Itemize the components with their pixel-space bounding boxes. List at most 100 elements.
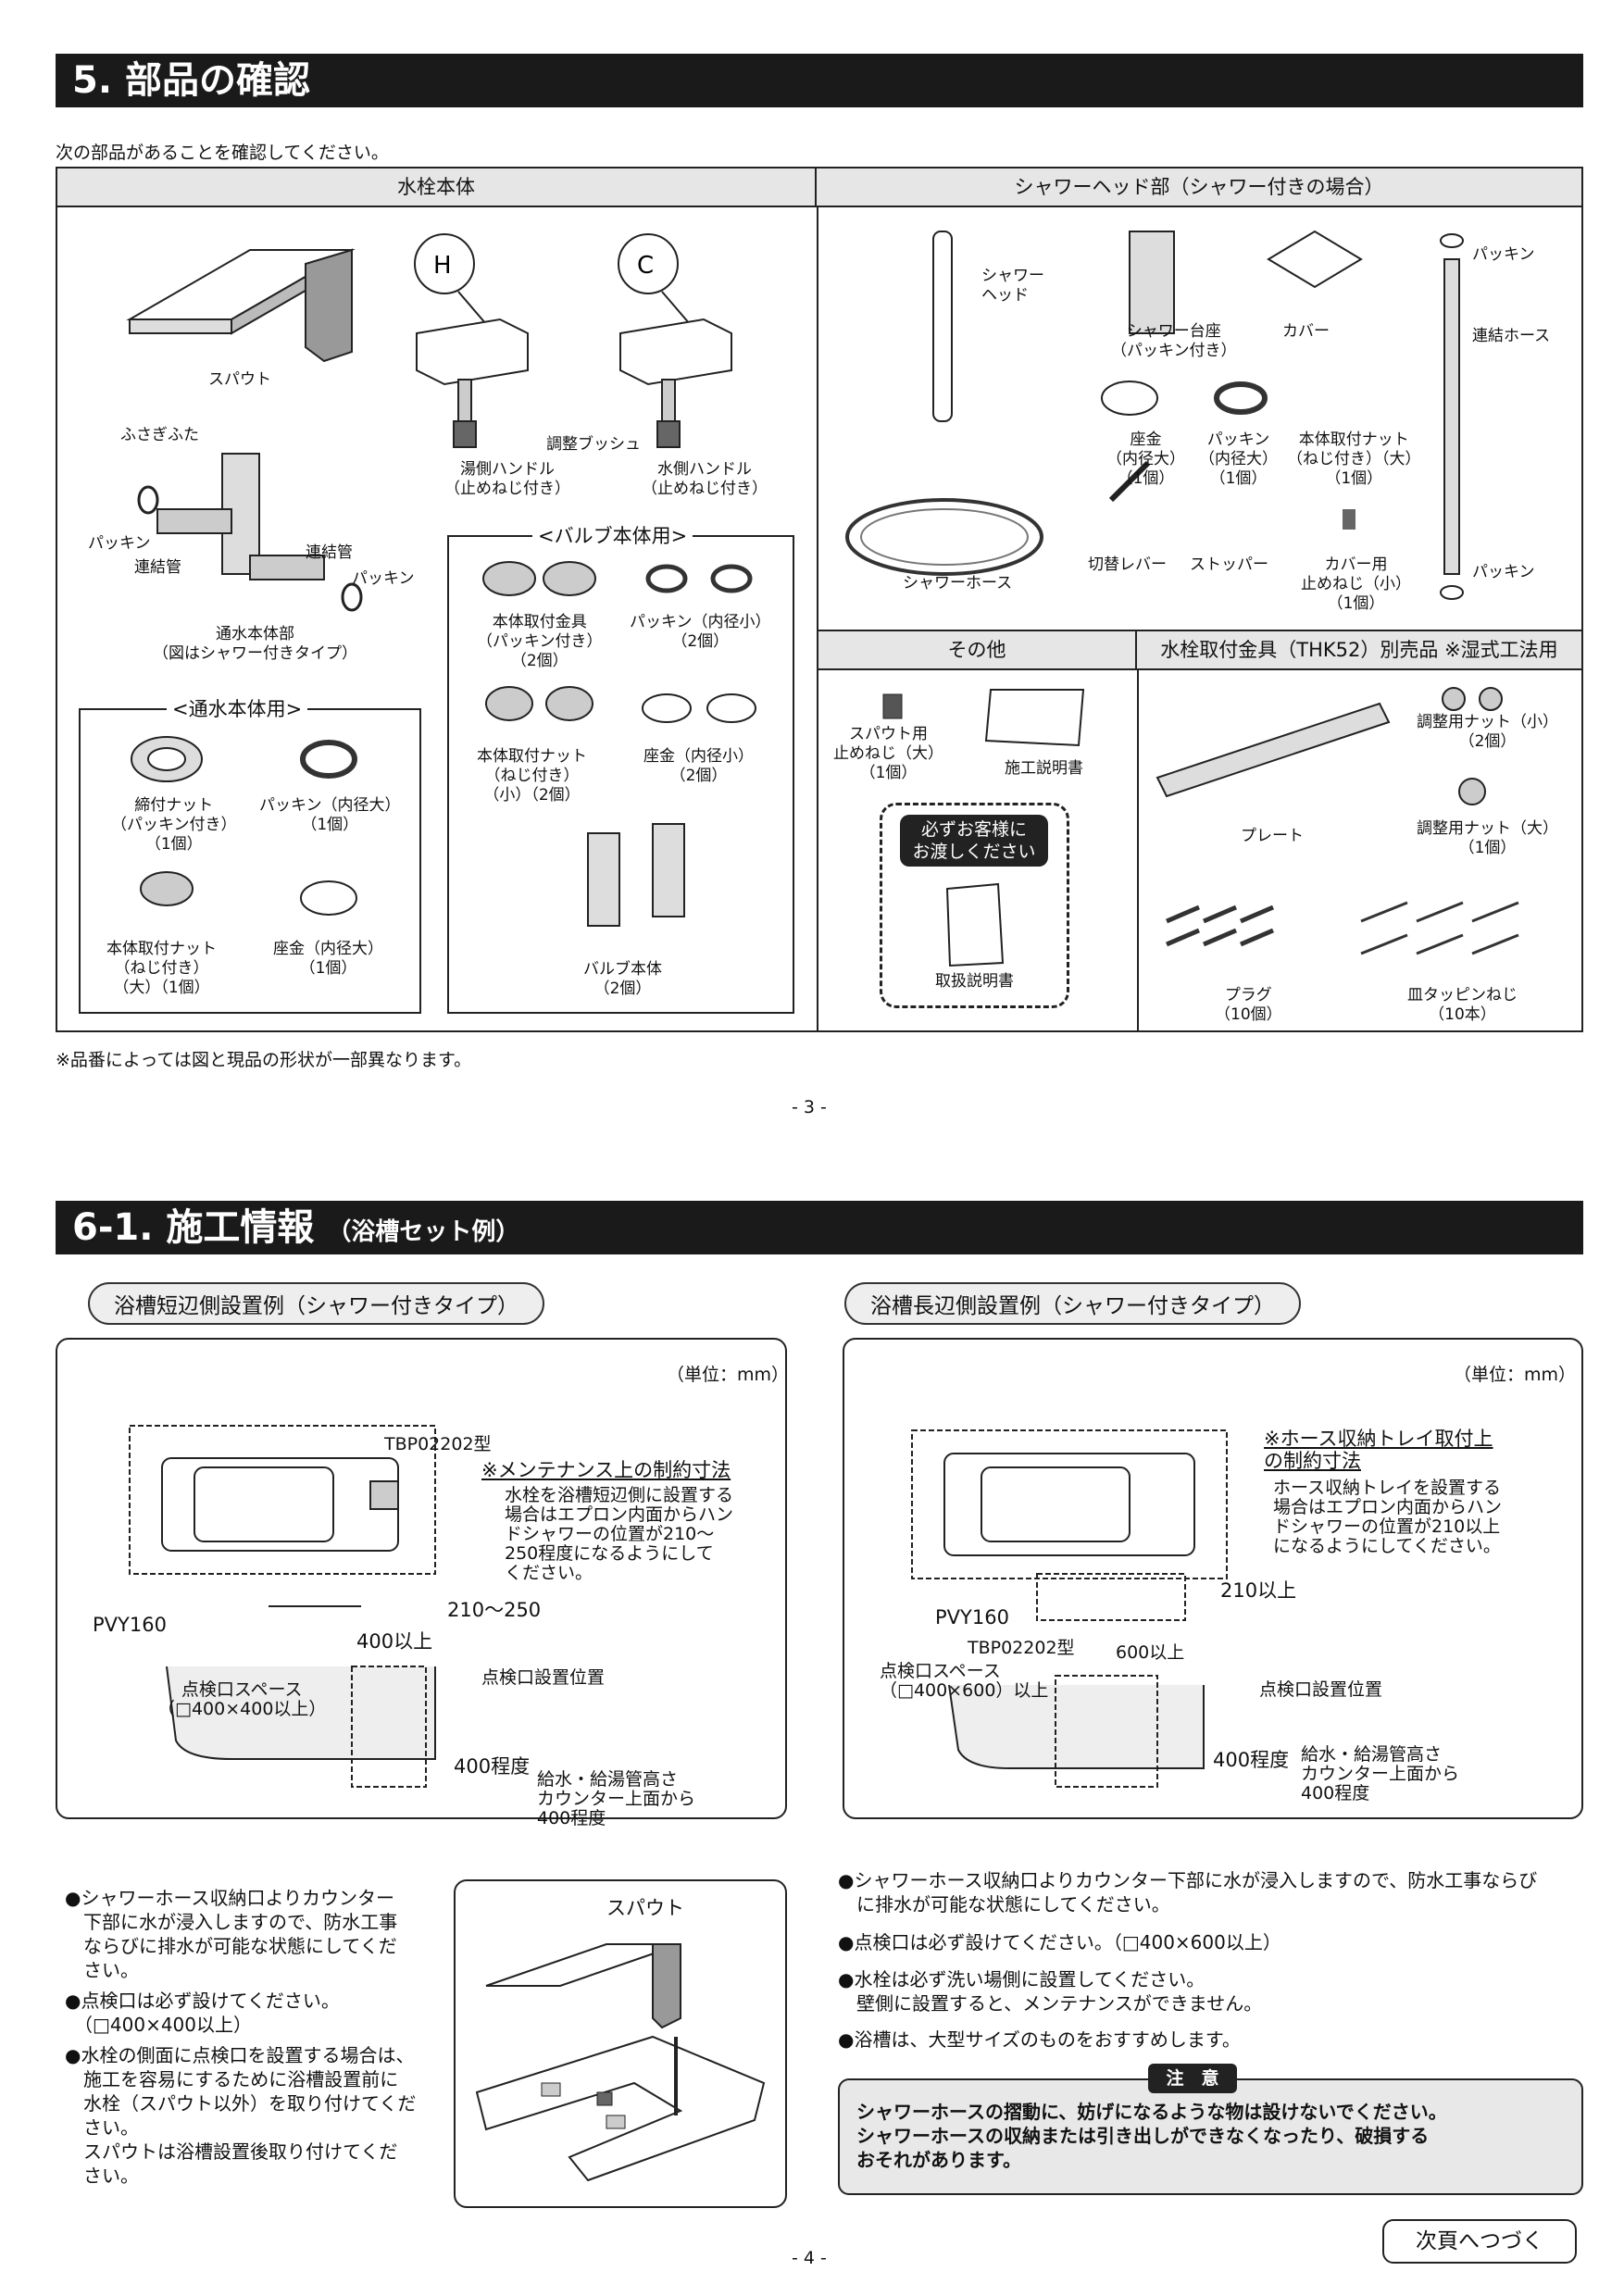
left-maint-title: ※メンテナンス上の制約寸法 — [481, 1459, 731, 1481]
user-manual-icon — [945, 882, 1005, 967]
left-bullet-1: ●シャワーホース収納口よりカウンター 下部に水が浸入しますので、防水工事 ならび… — [65, 1887, 398, 1981]
valve-body-parts — [482, 561, 756, 927]
other-parts-illustration — [882, 689, 1085, 747]
cap-label: ふさぎふた — [120, 426, 199, 444]
cold-handle-label: 水側ハンドル （止めねじ付き） — [642, 460, 768, 498]
right-supply-height: 給水・給湯管高さ カウンター上面から 400程度 — [1301, 1744, 1460, 1803]
spout-screw-label: スパウト用 止めねじ（大） （1個） — [833, 725, 943, 782]
packing-sh-label: パッキン （内径大） （1個） — [1199, 430, 1278, 488]
flow-body-parts — [131, 736, 357, 916]
caution-tag: 注 意 — [1148, 2064, 1237, 2093]
right-dim-600: 600以上 — [1116, 1642, 1185, 1663]
packing-small-label: パッキン（内径小） （2個） — [630, 613, 771, 651]
shower-hose-label: シャワーホース — [903, 574, 1013, 593]
section-6-title: 6-1. 施工情報 （浴槽セット例） — [56, 1201, 1583, 1254]
left-dim-range: 210～250 — [447, 1599, 542, 1621]
hot-handle-label: 湯側ハンドル （止めねじ付き） — [444, 460, 570, 498]
body-unit-illustration — [137, 453, 363, 612]
cover-label: カバー — [1282, 322, 1330, 341]
left-maint-body: 水栓を浴槽短辺側に設置する 場合はエプロン内面からハン ドシャワーの位置が210… — [505, 1485, 734, 1583]
hose-connect-label: 連結ホース — [1472, 327, 1551, 345]
right-diagram-box — [843, 1338, 1583, 1819]
right-tub-label: PVY160 — [935, 1606, 1009, 1628]
spout-figure-box — [454, 1879, 787, 2208]
connect-b-label: 連結管 — [306, 543, 353, 562]
washer-small-label: 座金（内径小） （2個） — [643, 747, 754, 785]
right-dim-210: 210以上 — [1220, 1579, 1297, 1602]
flow-body-subtitle: <通水本体用> — [167, 694, 308, 722]
divider-vertical — [817, 207, 818, 1030]
switch-lever-label: 切替レバー — [1088, 555, 1167, 574]
valve-body-subtitle: <バルブ本体用> — [532, 521, 693, 549]
divider-vertical-2 — [1137, 670, 1139, 1030]
spout-figure-label: スパウト — [606, 1897, 684, 1919]
adjust-bush-label: 調整ブッシュ — [546, 435, 641, 454]
hand-to-customer-badge: 必ずお客様に お渡しください — [900, 815, 1048, 867]
body-unit-label: 通水本体部 （図はシャワー付きタイプ） — [153, 625, 357, 663]
connect-a-label: 連結管 — [134, 558, 181, 577]
nut-sh-label: 本体取付ナット （ねじ付き）（大） （1個） — [1287, 430, 1421, 488]
adj-nut-large-label: 調整用ナット（大） （1個） — [1417, 819, 1558, 857]
left-dim-400: 400以上 — [356, 1630, 433, 1653]
left-bullet-2: ●点検口は必ず設けてください。 （□400×400以上） — [65, 1990, 340, 2036]
right-dim-height: 400程度 — [1213, 1749, 1290, 1771]
body-fitting-label: 本体取付金具 （パッキン付き） （2個） — [477, 613, 603, 670]
cold-handle-illustration: C — [618, 233, 732, 448]
next-page-button[interactable]: 次頁へつづく — [1382, 2219, 1577, 2264]
washer-large-label: 座金（内径大） （1個） — [273, 940, 383, 978]
caution-text: シャワーホースの摺動に、妨げになるような物は設けないでください。 シャワーホース… — [856, 2101, 1447, 2171]
mount-kit-illustration — [1156, 687, 1519, 955]
header-main-body: 水栓本体 — [57, 168, 817, 207]
mount-nut-large-label: 本体取付ナット （ねじ付き） （大）（1個） — [106, 940, 217, 997]
left-tub-diagram — [129, 1425, 436, 1788]
spout-illustration — [126, 248, 356, 363]
svg-text:H: H — [433, 252, 452, 280]
left-diagram-box — [56, 1338, 787, 1819]
shower-base-label: シャワー台座 （パッキン付き） — [1111, 322, 1237, 360]
packing-b-label: パッキン — [352, 569, 415, 588]
left-example-pill: 浴槽短辺側設置例（シャワー付きタイプ） — [88, 1282, 544, 1325]
page-number-3: - 3 - — [792, 1097, 827, 1117]
parts-table — [56, 167, 1583, 1032]
left-inspection-pos: 点検口設置位置 — [481, 1667, 606, 1688]
left-inspection-space: 点検口スペース （□400×400以上） — [157, 1679, 327, 1719]
install-manual-label: 施工説明書 — [1005, 759, 1083, 778]
right-inspection-pos: 点検口設置位置 — [1259, 1679, 1383, 1700]
page-number-4: - 4 - — [792, 2248, 827, 2268]
section-5-title: 5. 部品の確認 — [56, 54, 1583, 107]
washer-sh-label: 座金 （内径大） （1個） — [1106, 430, 1185, 488]
right-hose-body: ホース収納トレイを設置する 場合はエプロン内面からハン ドシャワーの位置が210… — [1273, 1478, 1503, 1556]
adj-nut-small-label: 調整用ナット（小） （2個） — [1417, 713, 1558, 751]
hot-handle-illustration: H — [414, 233, 529, 448]
right-bullet-2: ●点検口は必ず設けてください。（□400×600以上） — [838, 1931, 1281, 1953]
spout-label: スパウト — [208, 370, 271, 389]
plug-label: プラグ （10個） — [1215, 986, 1282, 1024]
intro-text: 次の部品があることを確認してください。 — [56, 143, 389, 163]
right-tub-diagram — [911, 1429, 1228, 1788]
user-manual-label: 取扱説明書 — [935, 972, 1014, 991]
packing-a-label: パッキン — [88, 534, 151, 553]
packing-bottom-label: パッキン — [1472, 563, 1535, 581]
right-hose-title: ※ホース収納トレイ取付上 の制約寸法 — [1264, 1428, 1493, 1472]
left-tub-label: PVY160 — [93, 1614, 167, 1636]
spout-install-illustration — [475, 1943, 766, 2182]
section5-note: ※品番によっては図と現品の形状が一部異なります。 — [56, 1050, 472, 1070]
packing-large-label: パッキン（内径大） （1個） — [259, 796, 401, 834]
shower-parts-illustration — [845, 230, 1464, 600]
header-shower: シャワーヘッド部（シャワー付きの場合） — [817, 168, 1581, 207]
svg-text:C: C — [637, 252, 654, 280]
left-unit: （単位：mm） — [667, 1365, 790, 1385]
right-bullet-4: ●浴槽は、大型サイズのものをおすすめします。 — [838, 2028, 1241, 2051]
screw-label: 皿タッピンねじ （10本） — [1407, 986, 1518, 1024]
right-unit: （単位：mm） — [1454, 1365, 1577, 1385]
cover-screw-label: カバー用 止めねじ（小） （1個） — [1301, 555, 1411, 613]
plate-label: プレート — [1241, 827, 1304, 845]
tighten-nut-label: 締付ナット （パッキン付き） （1個） — [111, 796, 237, 854]
right-inspection-space: 点検口スペース （□400×600）以上 — [880, 1661, 1049, 1701]
header-other: その他 — [818, 631, 1137, 670]
shower-head-label: シャワー ヘッド — [981, 267, 1044, 305]
header-mount: 水栓取付金具（THK52）別売品 ※湿式工法用 — [1137, 631, 1581, 670]
mount-nut-small-label: 本体取付ナット （ねじ付き） （小）（2個） — [477, 747, 587, 805]
left-bullet-3: ●水栓の側面に点検口を設置する場合は、 施工を容易にするために浴槽設置前に 水栓… — [65, 2044, 417, 2187]
left-model: TBP02202型 — [384, 1434, 492, 1454]
